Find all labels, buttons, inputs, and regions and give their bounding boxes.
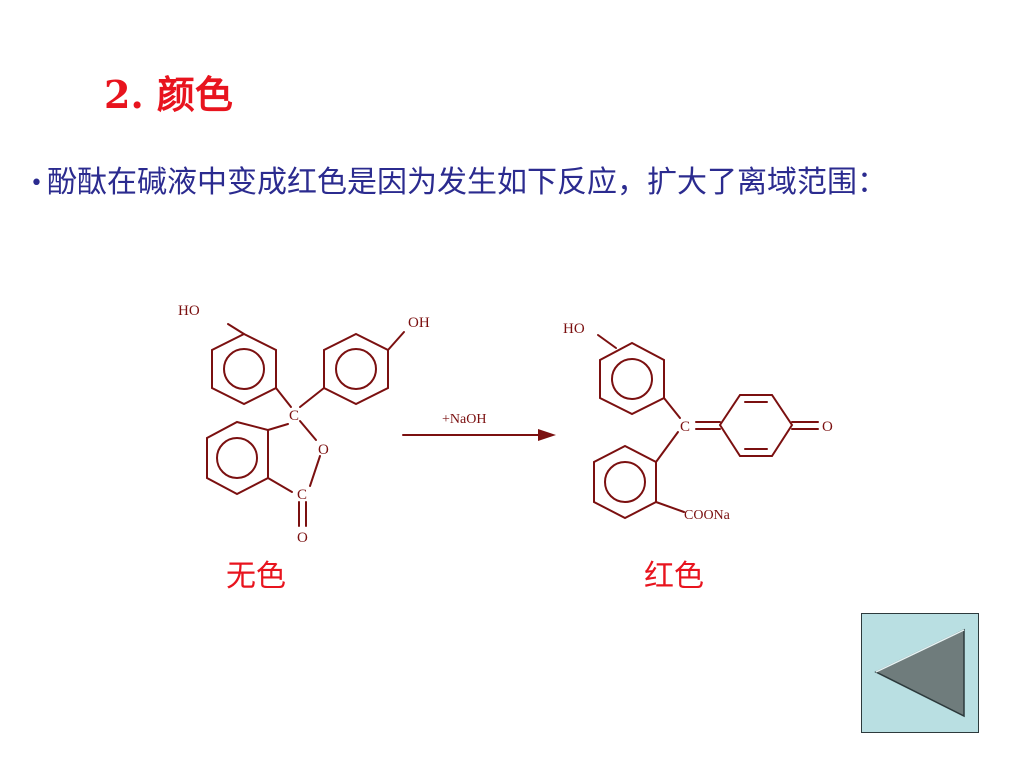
caption-red: 红色 (644, 559, 704, 594)
reagent-label: +NaOH (442, 412, 486, 427)
atom-c-carbonyl: C (297, 487, 307, 503)
quinone-ring (719, 394, 794, 457)
back-button[interactable] (861, 613, 979, 733)
atom-o-quinone: O (822, 419, 833, 435)
phenol-ring-right (323, 332, 389, 406)
bond-ring-oh (387, 331, 405, 351)
bond-benzo-c (267, 477, 293, 493)
bond-o-c (309, 455, 321, 487)
bullet-text: 酚酞在碱液中变成红色是因为发生如下反应，扩大了离域范围： (46, 165, 887, 200)
atom-c-center-left: C (289, 408, 299, 424)
caption-colorless: 无色 (226, 559, 286, 594)
phenol-ring-product (599, 341, 665, 416)
bond-ring-c-right (299, 387, 325, 408)
arrow-head-icon (538, 429, 556, 441)
bond-ho-ring-left (227, 323, 245, 335)
triangle-left-icon (874, 628, 965, 718)
atom-c-center-product: C (680, 419, 690, 435)
bond-ring-c-product (663, 397, 681, 419)
bullet-line: •酚酞在碱液中变成红色是因为发生如下反应，扩大了离域范围： (30, 168, 887, 198)
bond-c-benzo-product (655, 431, 679, 463)
bond-c-o (299, 420, 317, 441)
atom-o-carbonyl: O (297, 530, 308, 546)
atom-o-ring: O (318, 442, 329, 458)
bond-ring-c-left (275, 387, 292, 408)
bond-c-benzo (267, 423, 289, 431)
bond-ho-ring-product (597, 334, 617, 349)
atom-coona: COONa (684, 508, 731, 523)
atom-oh-right: OH (408, 315, 430, 331)
bond-ring-coona (655, 501, 685, 513)
benzo-ring-product (593, 444, 657, 520)
slide-title: 2. 颜色 (104, 72, 233, 117)
atom-ho-left: HO (178, 303, 200, 319)
bullet-dot-icon: • (30, 170, 43, 196)
benzo-ring-left (206, 420, 269, 496)
phenol-ring-left (211, 332, 277, 406)
atom-ho-product: HO (563, 321, 585, 337)
